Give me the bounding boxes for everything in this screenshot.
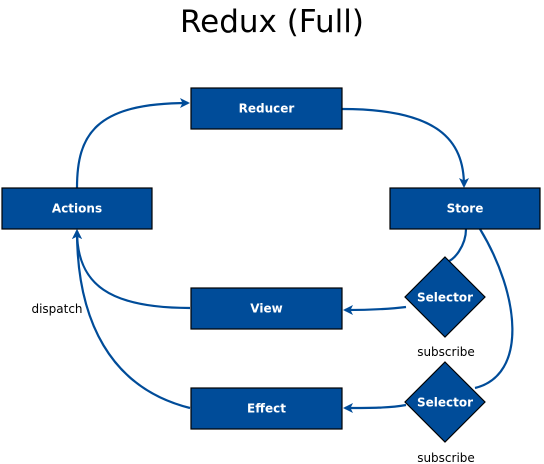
store-node[interactable]: Store: [389, 187, 541, 230]
view-node[interactable]: View: [190, 287, 343, 330]
reducer-label: Reducer: [239, 102, 295, 116]
edge-store-to-selector-effect: [474, 228, 514, 390]
selector-effect-label: Selector: [417, 396, 473, 410]
edge-selector-effect-to-effect: [343, 402, 407, 413]
view-label: View: [250, 302, 282, 316]
diagram-title: Redux (Full): [180, 4, 364, 40]
edge-actions-to-reducer: [75, 98, 190, 189]
selector-view-node[interactable]: Selector: [404, 256, 486, 338]
edge-view-to-actions: [72, 229, 191, 310]
selector-view-label: Selector: [417, 291, 473, 305]
effect-label: Effect: [247, 402, 286, 416]
selector-effect-node[interactable]: Selector: [404, 361, 486, 443]
subscribe-effect-label: subscribe: [417, 451, 475, 464]
actions-label: Actions: [52, 202, 102, 216]
edge-selector-view-to-view: [343, 304, 407, 315]
edge-store-to-selector-view: [444, 228, 468, 264]
effect-node[interactable]: Effect: [190, 387, 343, 430]
subscribe-view-label: subscribe: [417, 345, 475, 359]
edge-effect-to-actions: [72, 229, 191, 410]
store-label: Store: [447, 202, 484, 216]
actions-node[interactable]: Actions: [1, 187, 153, 230]
reducer-node[interactable]: Reducer: [190, 87, 343, 130]
edge-reducer-to-store: [341, 107, 469, 188]
dispatch-label: dispatch: [31, 302, 82, 316]
